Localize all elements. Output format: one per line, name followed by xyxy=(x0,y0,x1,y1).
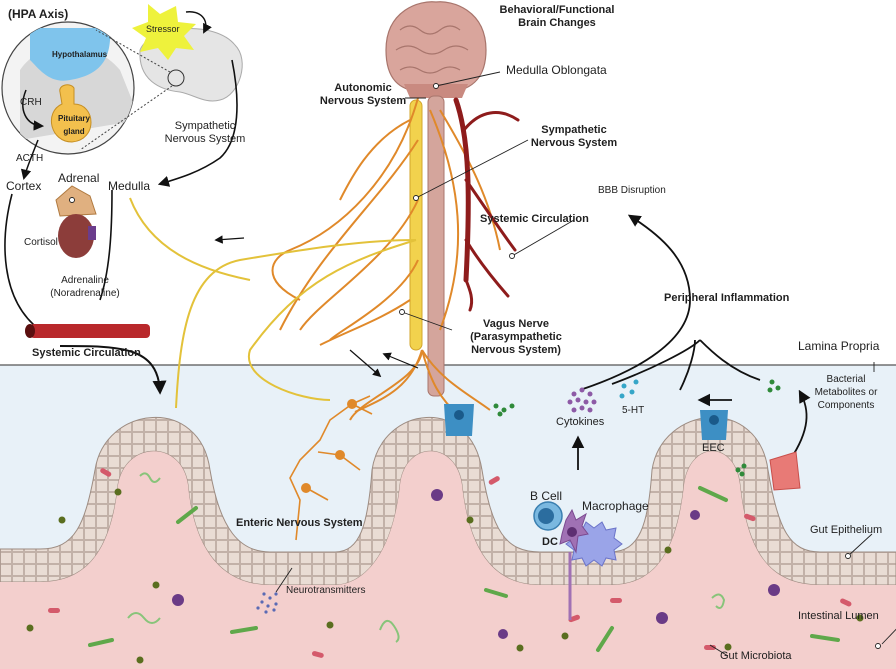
hpa-circle xyxy=(1,21,135,181)
adrenal-label: Adrenal xyxy=(58,171,100,185)
systemic-circulation-left-label: Systemic Circulation xyxy=(32,347,141,359)
vagus-nerve-label: Vagus Nerve (Parasympathetic Nervous Sys… xyxy=(452,318,580,357)
gut-epithelium xyxy=(0,417,896,586)
intestinal-lumen-region xyxy=(0,451,896,669)
sympathetic-ns-right-line2: Nervous System xyxy=(530,137,618,149)
pituitary-label-line1: Pituitary xyxy=(57,114,90,123)
hpa-axis-label: (HPA Axis) xyxy=(8,7,69,21)
bacterial-metabolites-label: Bacterial Metabolites or Components xyxy=(800,373,892,412)
dendritic-cell-icon xyxy=(559,508,589,620)
medulla-label: Medulla xyxy=(108,179,151,193)
behavioral-line2: Brain Changes xyxy=(518,17,596,29)
adrenaline-label-line1: Adrenaline xyxy=(61,275,109,286)
enteric-ns-label: Enteric Nervous System xyxy=(236,517,363,529)
lamina-propria-label: Lamina Propria xyxy=(798,339,880,353)
dc-label: DC xyxy=(542,536,558,548)
neurotransmitters-label: Neurotransmitters xyxy=(286,585,366,596)
pituitary-label-line2: gland xyxy=(63,127,85,136)
eec-cell-center xyxy=(444,404,474,436)
pituitary-region xyxy=(51,84,92,143)
cortex-label: Cortex xyxy=(6,179,42,193)
eec-cell-right xyxy=(700,410,728,440)
cytokine-dots xyxy=(567,387,597,413)
vagus-line2: (Parasympathetic xyxy=(470,331,562,343)
b-cell-label: B Cell xyxy=(530,489,563,503)
systemic-circulation-right-label: Systemic Circulation xyxy=(480,213,589,225)
eec-label: EEC xyxy=(702,442,725,454)
bacterial-line1: Bacterial xyxy=(826,374,866,385)
spinal-cord xyxy=(427,95,445,397)
brain-icon xyxy=(385,1,487,98)
adrenal-gland-icon xyxy=(55,185,97,258)
sympathetic-ns-right-label: Sympathetic Nervous System xyxy=(528,124,620,150)
b-cell-icon xyxy=(533,501,563,531)
adrenaline-label: Adrenaline (Noradrenaline) xyxy=(30,274,140,300)
sympathetic-ns-left-label: Sympathetic Nervous System xyxy=(150,120,260,146)
bacterial-line3: Components xyxy=(817,400,875,411)
gut-microbiota-label: Gut Microbiota xyxy=(720,650,792,662)
hypothalamus-region xyxy=(30,28,111,81)
serotonin-dots xyxy=(619,379,639,399)
crh-label: CRH xyxy=(20,97,42,108)
medulla-oblongata-label: Medulla Oblongata xyxy=(506,63,607,77)
gut-microbiota-group xyxy=(26,468,864,664)
behavioral-line1: Behavioral/Functional xyxy=(499,4,615,16)
vagus-line1: Vagus Nerve xyxy=(482,318,550,330)
intestinal-lumen-label: Intestinal Lumen xyxy=(798,610,879,622)
hypothalamus-label: Hypothalamus xyxy=(52,50,108,59)
autonomic-ns-label: Autonomic Nervous System xyxy=(318,82,408,108)
macrophage-label: Macrophage xyxy=(582,499,649,513)
adrenaline-label-line2: (Noradrenaline) xyxy=(50,288,120,299)
stressor-label: Stressor xyxy=(146,24,180,34)
peripheral-inflammation-label: Peripheral Inflammation xyxy=(664,292,790,304)
blood-vessel-right xyxy=(453,97,520,312)
stressor-star xyxy=(132,4,196,60)
neurotransmitter-dots xyxy=(256,592,278,614)
bacterial-metabolite-dots xyxy=(493,379,781,477)
sympathetic-ns-left-line2: Nervous System xyxy=(164,133,246,145)
bbb-disruption-label: BBB Disruption xyxy=(598,185,666,196)
damaged-epithelium xyxy=(769,451,801,491)
five-ht-label: 5-HT xyxy=(622,405,645,416)
vagus-nerve-branches xyxy=(271,97,501,421)
cytokines-label: Cytokines xyxy=(556,416,605,428)
behavioral-brain-changes-label: Behavioral/Functional Brain Changes xyxy=(486,4,628,30)
sympathetic-nerve-branches xyxy=(129,197,417,409)
cortisol-label: Cortisol xyxy=(24,237,58,248)
vagus-line3: Nervous System) xyxy=(471,344,561,356)
bacterial-line2: Metabolites or xyxy=(814,387,878,398)
pituitary-label: Pituitary gland xyxy=(52,112,96,138)
acth-label: ACTH xyxy=(16,153,44,164)
autonomic-line2: Nervous System xyxy=(319,95,407,107)
autonomic-line1: Autonomic xyxy=(334,82,392,94)
gut-epithelium-label: Gut Epithelium xyxy=(810,524,883,536)
sympathetic-chain xyxy=(409,99,423,351)
sympathetic-ns-right-line1: Sympathetic xyxy=(541,124,607,136)
blood-vessel-left xyxy=(25,324,150,338)
sympathetic-ns-left-line1: Sympathetic xyxy=(174,120,236,132)
